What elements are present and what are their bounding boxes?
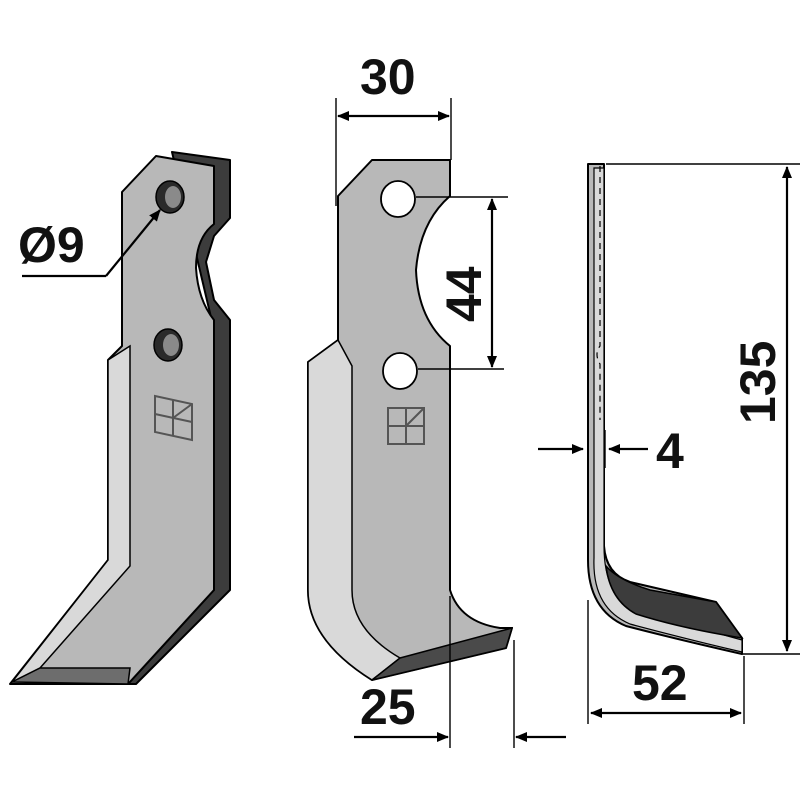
label-hole-diameter: Ø9 bbox=[18, 217, 85, 273]
label-height: 135 bbox=[730, 341, 786, 424]
blade-side-view bbox=[587, 163, 744, 655]
factory-mark-icon bbox=[387, 407, 425, 445]
blade-front-hole-bottom bbox=[382, 352, 418, 390]
blade-left-view bbox=[9, 151, 231, 685]
hidden-line bbox=[596, 166, 601, 420]
dim-bottom-offset: 25 bbox=[354, 596, 566, 748]
label-bottom-offset: 25 bbox=[360, 679, 416, 735]
blade-left-cutting-edge bbox=[11, 667, 131, 685]
dim-width-top: 30 bbox=[335, 49, 452, 206]
dim-thickness: 4 bbox=[538, 423, 684, 479]
dim-height: 135 bbox=[606, 163, 800, 655]
dim-hole-diameter: Ø9 bbox=[18, 209, 161, 278]
factory-mark-icon bbox=[154, 394, 193, 442]
dim-hole-spacing: 44 bbox=[416, 196, 508, 370]
label-foot-length: 52 bbox=[632, 655, 688, 711]
label-width-top: 30 bbox=[360, 49, 416, 105]
label-hole-spacing: 44 bbox=[436, 266, 492, 322]
blade-front-cutting-edge bbox=[371, 626, 514, 681]
blade-front-hole-top bbox=[380, 180, 416, 218]
blade-front-view bbox=[307, 159, 514, 681]
blade-side-foot-dark bbox=[604, 563, 744, 640]
label-thickness: 4 bbox=[656, 423, 684, 479]
dim-foot-length: 52 bbox=[587, 600, 745, 724]
